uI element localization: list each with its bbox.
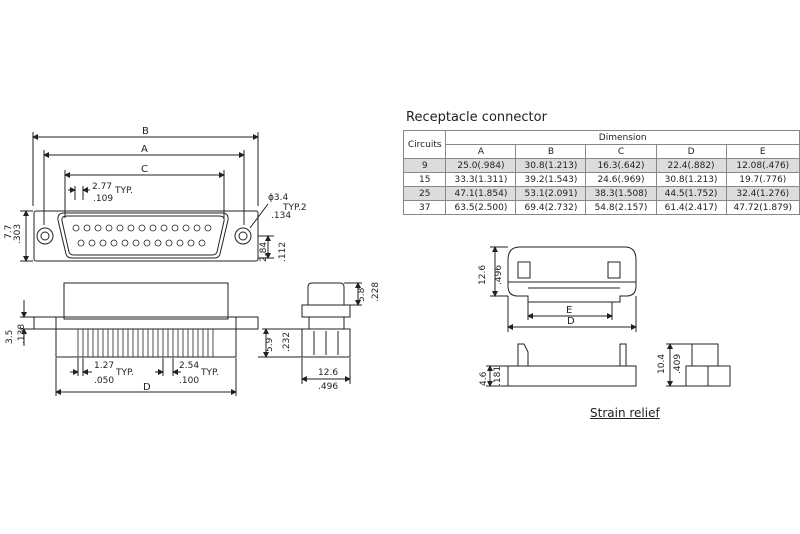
table-row: 25 47.1(1.854) 53.1(2.091) 38.3(1.508) 4… <box>402 186 800 201</box>
pitch-mm: 2.77 <box>92 182 112 192</box>
end-width-mm: 12.6 <box>318 368 338 378</box>
sr-height-mm: 12.6 <box>478 265 488 285</box>
dimension-table: Circuits Dimension A B C D E 9 25.0(.984… <box>402 130 800 215</box>
strain-relief-side <box>486 343 637 387</box>
pitch1-in: .050 <box>94 376 114 386</box>
circuits-header: Circuits <box>402 130 447 159</box>
strain-relief-label: Strain relief <box>590 406 660 420</box>
table-title: Receptacle connector <box>406 110 547 125</box>
side-view <box>20 282 259 396</box>
hole-in: .134 <box>271 211 291 221</box>
sr-e-label: E <box>566 305 572 316</box>
value-cell: 44.5(1.752) <box>655 186 727 201</box>
pitch-typ: TYP. <box>114 186 133 196</box>
sr-side-mm: 4.6 <box>479 371 489 386</box>
strain-relief-end <box>666 343 731 387</box>
hole-diameter: ϕ3.4 <box>268 193 289 203</box>
side-height-in: .138 <box>17 324 27 344</box>
table-row: 15 33.3(1.311) 39.2(1.543) 24.6(.969) 30… <box>402 172 800 187</box>
pitch2-typ: TYP. <box>200 368 219 378</box>
value-cell: 25.0(.984) <box>445 158 517 173</box>
sr-side-in: .181 <box>493 366 503 386</box>
side-height-mm: 3.5 <box>5 330 15 344</box>
offset-mm: 2.84 <box>259 242 269 262</box>
value-cell: 63.5(2.500) <box>445 200 517 215</box>
value-cell: 54.8(2.157) <box>585 200 657 215</box>
end-view <box>258 282 362 384</box>
height-in: .303 <box>13 224 23 244</box>
dim-a-label: A <box>141 144 148 155</box>
circuit-cell: 25 <box>402 186 447 201</box>
dim-c-label: C <box>141 164 148 175</box>
value-cell: 47.72(1.879) <box>725 200 800 215</box>
front-view <box>20 132 274 262</box>
strain-relief-top <box>490 246 637 332</box>
dim-b-label: B <box>142 126 149 137</box>
sr-height-in: .496 <box>494 265 504 285</box>
value-cell: 16.3(.642) <box>585 158 657 173</box>
pitch-in: .109 <box>93 194 113 204</box>
pitch1-typ: TYP. <box>115 368 134 378</box>
end-body-mm: 5.9 <box>265 337 275 352</box>
height-mm: 7.7 <box>4 225 14 239</box>
value-cell: 22.4(.882) <box>655 158 727 173</box>
end-top-mm: 5.8 <box>357 287 367 302</box>
end-width-in: .496 <box>318 382 338 392</box>
pitch1-mm: 1.27 <box>94 361 114 371</box>
end-body-in: .232 <box>282 332 292 352</box>
pitch2-in: .100 <box>179 376 199 386</box>
offset-in: .112 <box>278 242 288 262</box>
sr-end-mm: 10.4 <box>657 354 667 374</box>
sr-d-label: D <box>567 316 575 327</box>
pin-array <box>72 224 212 247</box>
circuit-cell: 37 <box>402 200 447 215</box>
sr-end-in: .409 <box>673 354 683 374</box>
pitch2-mm: 2.54 <box>179 361 199 371</box>
value-cell: 32.4(1.276) <box>725 186 800 201</box>
end-top-in: .228 <box>371 282 381 302</box>
dim-d-label: D <box>143 382 151 393</box>
table-row: 37 63.5(2.500) 69.4(2.732) 54.8(2.157) 6… <box>402 200 800 215</box>
hole-typ: TYP.2 <box>282 203 307 213</box>
value-cell: 38.3(1.508) <box>585 186 657 201</box>
